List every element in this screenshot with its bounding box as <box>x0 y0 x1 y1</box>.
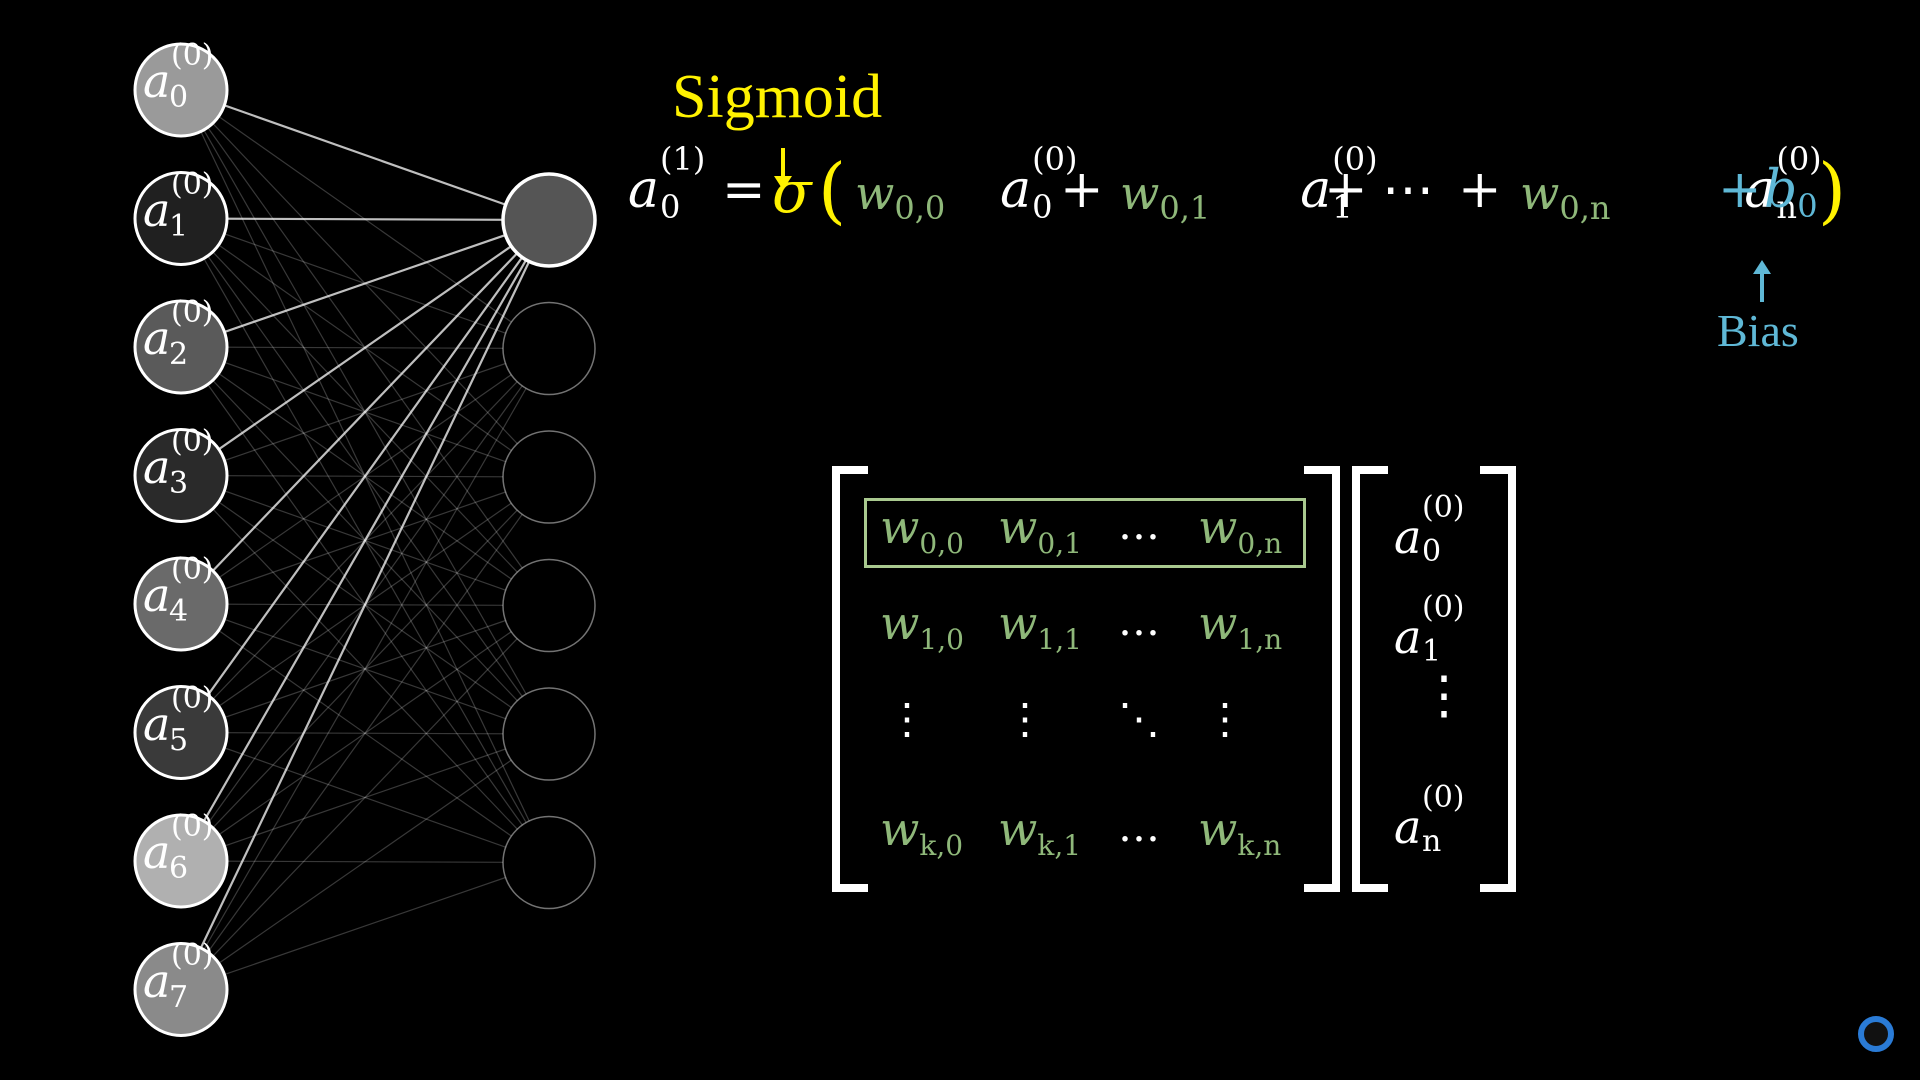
vector-left-bracket <box>1352 466 1388 892</box>
highlighted-connection-line <box>180 88 550 222</box>
matrix-cell: ⋮ <box>886 694 928 743</box>
output-neuron <box>502 558 596 653</box>
input-neuron-label: a(0)6 <box>143 809 214 886</box>
matrix-cell: wk,0 <box>880 802 964 862</box>
eq-sigma: σ <box>772 158 812 226</box>
highlighted-connection-line <box>180 218 550 349</box>
connection-line <box>180 476 550 862</box>
connection-line <box>180 605 550 990</box>
connection-line <box>180 733 550 990</box>
matrix-cell: ⋮ <box>1204 694 1246 743</box>
eq-bias: b0 <box>1764 160 1818 225</box>
input-neuron-label: a(0)2 <box>143 295 214 372</box>
input-neuron <box>133 942 229 1037</box>
eq-w01: w0,1 <box>1120 166 1211 227</box>
matrix-cell: ⋮ <box>1004 694 1046 743</box>
connection-line <box>180 604 550 734</box>
input-neuron <box>133 428 229 523</box>
eq-cdots: ⋯ <box>1382 160 1434 220</box>
eq-an: a(0)n <box>1744 140 1822 226</box>
eq-plus-2: + <box>1324 160 1368 220</box>
highlighted-connection-line <box>180 219 550 734</box>
input-neuron-label: a(0)7 <box>143 937 214 1015</box>
matrix-cell: w1,0 <box>880 596 964 656</box>
output-neuron <box>502 687 596 781</box>
vector-entry-n: a(0)n <box>1394 780 1465 859</box>
matrix-cell: w1,n <box>1198 596 1283 656</box>
connection-line <box>180 603 550 735</box>
eq-w0n: w0,n <box>1520 166 1611 227</box>
eq-plus-3: + <box>1458 160 1502 220</box>
input-neuron <box>133 556 229 652</box>
vector-right-bracket <box>1480 466 1516 892</box>
matrix-cell: … <box>1118 596 1160 645</box>
matrix-cell: … <box>1118 500 1160 549</box>
highlighted-connection-line <box>180 219 550 477</box>
highlighted-connection-line <box>180 217 550 222</box>
vector-vdots: ⋮ <box>1418 666 1470 726</box>
connection-line <box>180 731 550 735</box>
connection-line <box>180 861 550 991</box>
output-neuron <box>502 430 596 524</box>
output-neuron <box>502 301 596 396</box>
matrix-cell: wk,n <box>1198 802 1282 862</box>
sigmoid-label: Sigmoid <box>672 63 883 131</box>
bias-label: Bias <box>1717 305 1799 356</box>
eq-a0: a(0)0 <box>1000 140 1078 226</box>
matrix-cell: w0,n <box>1198 500 1283 560</box>
vector-entry-0: a(0)0 <box>1394 490 1465 569</box>
output-neuron <box>502 815 596 910</box>
input-neuron-label: a(0)5 <box>143 680 214 758</box>
eq-plus-bias: + <box>1718 160 1762 220</box>
activation-equation: a(1)0 = σ ( w0,0 a(0)0 + w0,1 a(0)1 + ⋯ … <box>0 0 1920 232</box>
eq-a1: a(0)1 <box>1300 140 1378 226</box>
input-neuron-label: a(0)4 <box>143 552 214 629</box>
eq-close-paren: ) <box>1818 148 1847 232</box>
matrix-cell: … <box>1118 802 1160 851</box>
matrix-cell: wk,1 <box>998 802 1082 862</box>
matrix-right-bracket <box>1304 466 1340 892</box>
input-neuron <box>133 171 229 266</box>
channel-logo-icon <box>1858 1016 1894 1052</box>
input-neuron <box>133 685 229 780</box>
eq-w00: w0,0 <box>855 166 946 227</box>
vector-entry-1: a(0)1 <box>1394 590 1465 669</box>
input-neuron <box>133 299 229 395</box>
connection-line <box>180 733 550 862</box>
matrix-cell: w1,1 <box>998 596 1082 656</box>
input-neuron <box>133 42 229 138</box>
output-neuron-active <box>501 172 597 268</box>
eq-open-paren: ( <box>818 148 847 232</box>
eq-lhs: a(1)0 <box>628 140 706 226</box>
eq-plus-1: + <box>1060 160 1104 220</box>
input-neuron <box>133 813 229 909</box>
highlighted-connection-line <box>180 219 550 990</box>
matrix-left-bracket <box>832 466 868 892</box>
matrix-cell: ⋱ <box>1118 694 1160 743</box>
highlighted-connection-line <box>180 219 550 605</box>
connection-line <box>180 605 550 862</box>
connection-line <box>180 348 550 990</box>
matrix-row-highlight-box <box>864 498 1306 568</box>
input-neuron-label: a(0)0 <box>143 38 214 115</box>
connection-line <box>180 476 550 990</box>
input-neuron-label: a(0)3 <box>143 423 214 501</box>
highlighted-connection-line <box>180 219 550 862</box>
input-neuron-label: a(0)1 <box>143 166 214 244</box>
matrix-cell: w0,0 <box>880 500 964 560</box>
matrix-cell: w0,1 <box>998 500 1082 560</box>
eq-equals: = <box>722 160 766 220</box>
